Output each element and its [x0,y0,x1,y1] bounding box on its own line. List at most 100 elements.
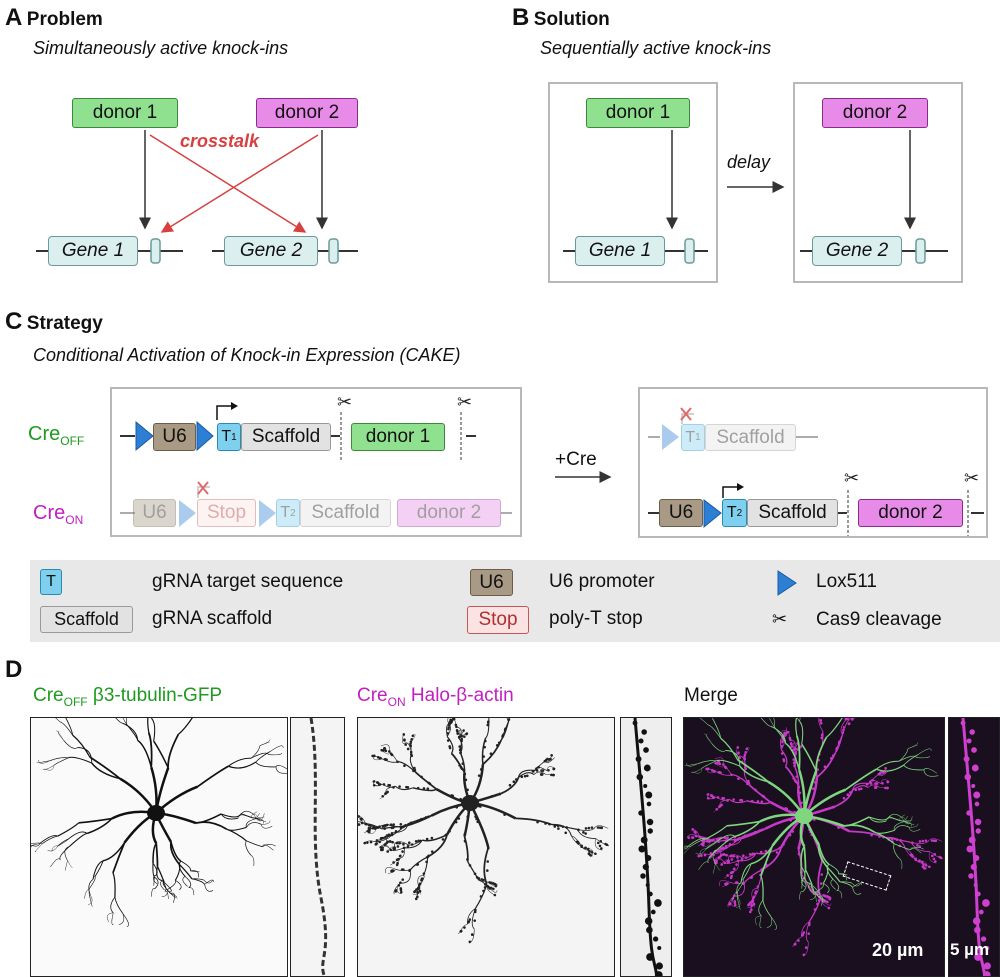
neurite [748,784,771,803]
spine [789,819,793,822]
spine [463,839,467,843]
spine [369,840,373,844]
spine [526,774,529,778]
spine [416,862,420,866]
spine [828,897,832,901]
spine [737,752,740,755]
spine [722,853,726,856]
spine [748,853,752,856]
spine [544,822,547,825]
spine [405,785,408,789]
spine [974,801,980,807]
neurite [834,790,854,808]
spine [379,756,382,760]
spine [460,739,463,743]
neurite [774,727,787,744]
spine [406,747,410,751]
spine [786,730,790,734]
spine [713,769,716,773]
spine [717,760,721,763]
neurite [803,846,807,870]
spine [372,780,376,783]
neurite [766,916,773,928]
spine [737,777,740,781]
spine [599,840,603,843]
spine [395,863,399,867]
spine [378,840,381,844]
crosstalk-label: crosstalk [180,131,260,151]
neurite [446,736,454,754]
spine [640,836,648,844]
spine [703,853,707,857]
donor-1-box: donor 1 [72,98,178,128]
spine [852,718,855,719]
spine [457,817,461,820]
neurite [712,849,718,864]
spine [817,899,821,902]
spine [846,793,850,797]
spine [726,859,729,863]
neurite [801,874,813,892]
spine [924,839,928,842]
neurite [799,718,801,722]
neurite [838,873,848,876]
spine [398,841,401,845]
spine [466,858,469,861]
spine [751,897,755,900]
spine [383,843,387,847]
spine [794,747,797,750]
spine [553,825,557,828]
spine [886,780,890,784]
neurite [534,766,548,771]
u6-box: U6 [133,499,176,527]
spine [963,756,970,762]
soma [147,805,165,821]
spine [939,856,943,860]
scaffold-box: Scaffold [705,424,796,451]
spine [725,853,728,857]
spine [392,786,395,789]
neurite [111,912,114,925]
neurite [88,894,93,906]
spine [385,841,389,845]
step-2-frame [793,82,963,283]
spine [448,745,451,748]
neurite [743,869,763,884]
spine [459,747,463,750]
neurite [152,843,157,864]
spine [409,750,413,754]
gene-2-box: Gene 2 [224,236,318,266]
spine [413,768,417,772]
neurite [118,913,125,925]
neurite [446,725,451,737]
neurite [736,892,739,902]
spine [394,830,398,833]
gfp-label: CreOFF β3-tubulin-GFP [33,685,223,709]
spine [466,815,470,818]
neurite [405,839,423,846]
spine [416,895,419,899]
spine [503,813,506,816]
spine [968,873,974,879]
spine [459,751,462,754]
donor-1-box: donor 1 [586,98,690,128]
neurite [582,846,594,852]
spine [417,839,420,843]
neurite [822,867,829,884]
neurite [245,818,257,828]
neurite [57,822,80,837]
spine [739,798,742,802]
spine [729,876,733,880]
spine [982,899,990,907]
neurite [717,835,736,850]
spine [720,863,724,866]
spine [384,835,387,839]
spine [389,848,393,852]
spine [782,758,785,761]
neurite [893,821,905,831]
spine [399,826,403,830]
neurite [741,827,767,838]
spine [647,828,653,834]
spine [798,791,802,795]
